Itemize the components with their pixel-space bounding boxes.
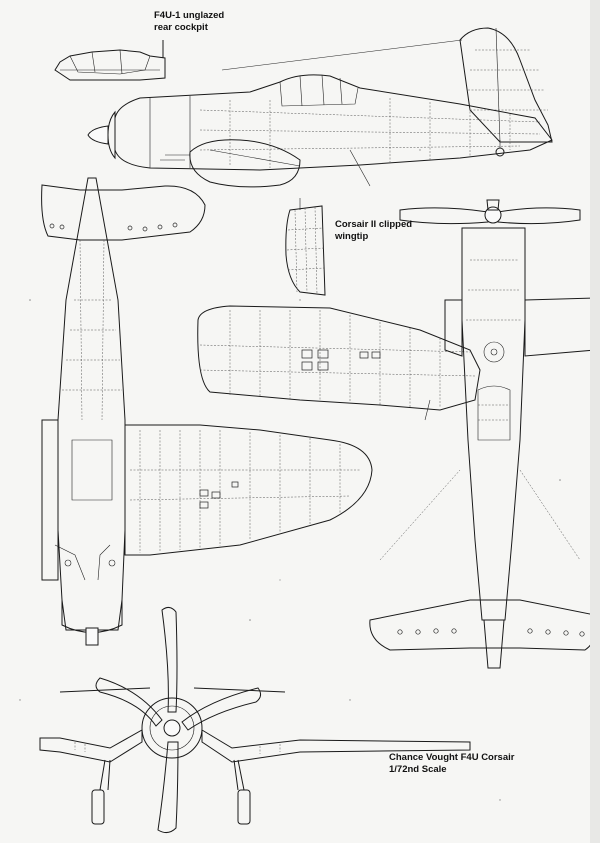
rear-cockpit-label-line2: rear cockpit xyxy=(154,22,208,33)
clipped-wingtip-label-line1: Corsair II clipped xyxy=(335,219,413,230)
top-view xyxy=(41,177,373,646)
drawing-scale: 1/72nd Scale xyxy=(389,764,447,775)
clipped-wingtip-inset xyxy=(285,198,326,296)
side-view xyxy=(87,27,553,188)
drawing-title: Chance Vought F4U Corsair 1/72nd Scale xyxy=(389,752,514,776)
wing-underside-view xyxy=(197,305,481,421)
clipped-wingtip-label-line2: wingtip xyxy=(335,231,369,242)
front-view xyxy=(39,606,471,834)
rear-cockpit-inset xyxy=(54,40,166,81)
rear-cockpit-label: F4U-1 unglazed rear cockpit xyxy=(154,10,224,34)
clipped-wingtip-label: Corsair II clipped wingtip xyxy=(335,219,412,243)
page-edge xyxy=(590,0,600,843)
drawing-title-line1: Chance Vought F4U Corsair xyxy=(389,752,515,763)
bottom-view xyxy=(369,199,597,669)
rear-cockpit-label-line1: F4U-1 unglazed xyxy=(154,10,225,21)
scan-noise xyxy=(19,149,561,801)
